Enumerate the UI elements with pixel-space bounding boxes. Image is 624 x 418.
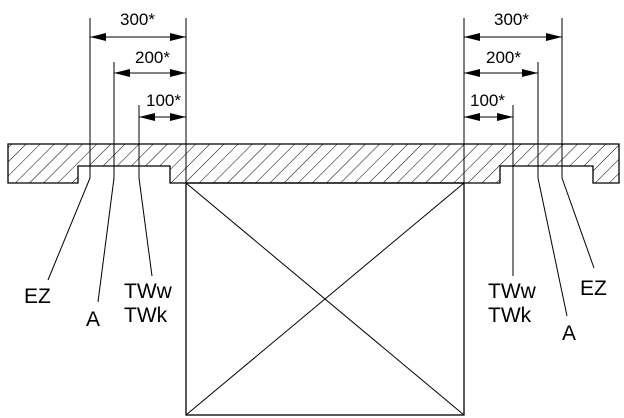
left-label-twk: TWk: [124, 304, 168, 327]
support-box-outline: [185, 182, 465, 416]
slab-hatching: [8, 144, 619, 183]
slab-outline: [7, 143, 620, 184]
leader-a-left: [97, 177, 115, 303]
right-dim-100-label: 100*: [470, 91, 505, 110]
leader-ez-left: [47, 177, 91, 281]
left-labels: EZ A TWw TWk: [24, 177, 173, 331]
left-dimensions: 300* 200* 100*: [89, 10, 187, 183]
right-label-tww: TWw: [488, 280, 537, 303]
arrow-icon: [464, 33, 480, 41]
right-label-twk: TWk: [488, 304, 532, 327]
left-dim-200-label: 200*: [135, 48, 170, 67]
leader-a-right: [537, 177, 568, 317]
right-labels: TWw TWk A EZ: [488, 177, 607, 345]
arrow-icon: [464, 69, 480, 77]
leader-tw-left: [138, 177, 153, 277]
right-dim-200-label: 200*: [486, 48, 521, 67]
arrow-icon: [90, 33, 106, 41]
left-label-tww: TWw: [124, 280, 173, 303]
arrow-icon: [464, 113, 480, 121]
arrow-icon: [170, 69, 186, 77]
left-dim-100-label: 100*: [146, 91, 181, 110]
left-label-ez: EZ: [24, 285, 51, 308]
leader-ez-right: [561, 177, 595, 269]
left-dim-300-label: 300*: [120, 10, 155, 29]
support-box: [185, 182, 465, 416]
left-label-a: A: [86, 308, 100, 331]
arrow-icon: [139, 113, 155, 121]
arrow-icon: [546, 33, 562, 41]
arrow-icon: [497, 113, 513, 121]
support-box-diagonal-2: [185, 182, 465, 416]
right-label-ez: EZ: [580, 277, 607, 300]
right-dim-300-label: 300*: [494, 10, 529, 29]
right-dimensions: 300* 200* 100*: [463, 10, 563, 183]
arrow-icon: [170, 33, 186, 41]
arrow-icon: [114, 69, 130, 77]
arrow-icon: [522, 69, 538, 77]
slab: [7, 143, 620, 184]
right-label-a: A: [562, 322, 576, 345]
arrow-icon: [170, 113, 186, 121]
